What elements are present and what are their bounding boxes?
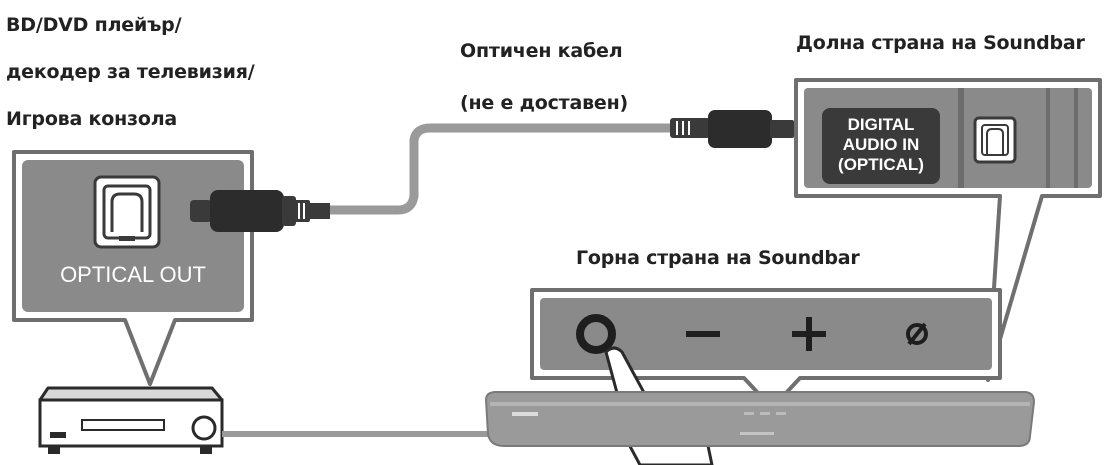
soundbar-device [484, 391, 1036, 447]
digital-audio-label-line-3: (OPTICAL) [838, 155, 924, 174]
optical-out-label: OPTICAL OUT [60, 262, 206, 287]
right-cable-plug-icon [670, 110, 794, 148]
volume-up-icon [792, 317, 826, 351]
optical-cable [325, 123, 685, 215]
cable-label-line-1: Оптичен кабел [460, 40, 623, 62]
soundbar-bottom-title: Долна страна на Soundbar [796, 32, 1085, 54]
digital-audio-label-line-2: AUDIO IN [843, 135, 920, 154]
digital-audio-label-line-1: DIGITAL [848, 115, 915, 134]
sound-mode-icon [906, 322, 928, 346]
source-title-line-3: Игрова конзола [6, 108, 178, 130]
volume-down-icon [686, 331, 720, 337]
digital-audio-in-port: DIGITAL AUDIO IN (OPTICAL) [822, 108, 940, 184]
cable-label-line-2: (не е доставен) [460, 92, 629, 114]
soundbar-top-title: Горна страна на Soundbar [576, 247, 860, 269]
optical-out-port-icon [93, 175, 161, 249]
optical-in-port-icon [973, 116, 1017, 164]
source-title-line-1: BD/DVD плейър/ [6, 14, 182, 36]
bd-dvd-player-device [38, 386, 224, 454]
left-cable-plug-icon [190, 190, 330, 232]
power-button-icon [576, 314, 616, 354]
source-title-line-2: декодер за телевизия/ [6, 61, 255, 83]
